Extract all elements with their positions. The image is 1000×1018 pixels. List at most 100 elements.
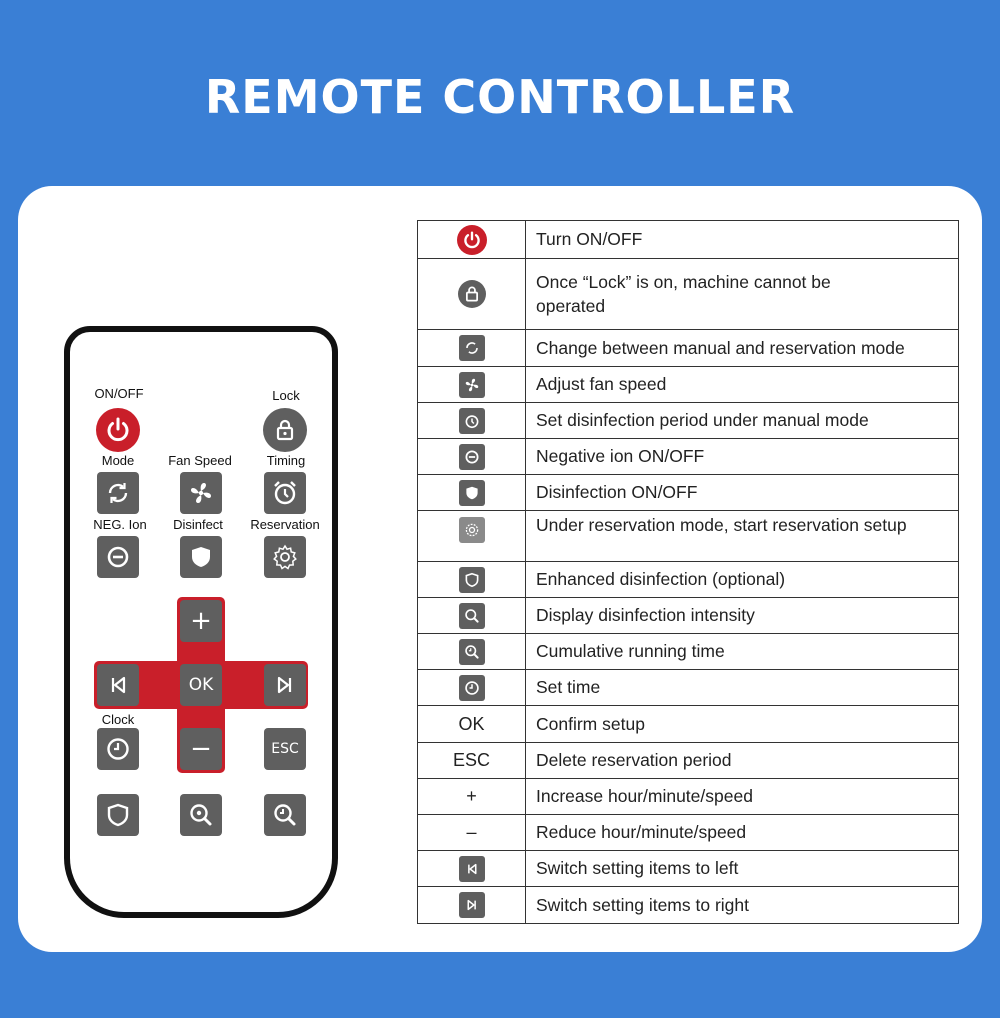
left-button[interactable]: [97, 664, 139, 706]
legend-text: Turn ON/OFF: [525, 220, 959, 259]
legend-text: Increase hour/minute/speed: [525, 778, 959, 815]
runtime-icon: [458, 638, 485, 665]
label-clock: Clock: [101, 712, 135, 727]
intensity-icon: [190, 804, 212, 826]
legend-text: Under reservation mode, start reservatio…: [525, 510, 959, 562]
lock-icon: [457, 280, 486, 308]
ok-symbol: OK: [458, 713, 485, 734]
runtime-icon: [274, 804, 296, 826]
shield-outline-icon: [107, 803, 129, 827]
table-row: ESC Delete reservation period: [417, 742, 959, 779]
reservation-button[interactable]: [264, 536, 306, 578]
legend-text: Change between manual and reservation mo…: [525, 329, 959, 367]
neg-ion-button[interactable]: [97, 536, 139, 578]
minus-button[interactable]: −: [180, 728, 222, 770]
table-row: Change between manual and reservation mo…: [417, 329, 959, 367]
table-row: Enhanced disinfection (optional): [417, 561, 959, 598]
esc-button[interactable]: ESC: [264, 728, 306, 770]
neg-ion-icon: [458, 443, 485, 470]
legend-text: Switch setting items to left: [525, 850, 959, 887]
enhanced-disinfect-button[interactable]: [97, 794, 139, 836]
legend-text: Switch setting items to right: [525, 886, 959, 924]
timing-icon: [458, 407, 485, 434]
legend-text: Disinfection ON/OFF: [525, 474, 959, 511]
intensity-button[interactable]: [180, 794, 222, 836]
label-on-off: ON/OFF: [94, 386, 144, 401]
legend-text: Cumulative running time: [525, 633, 959, 670]
clock-icon: [107, 738, 129, 760]
table-row: Set disinfection period under manual mod…: [417, 402, 959, 439]
label-timing: Timing: [266, 453, 306, 468]
legend-text: Once “Lock” is on, machine cannot be ope…: [525, 258, 959, 330]
mode-icon: [108, 483, 128, 503]
legend-text: Confirm setup: [525, 705, 959, 743]
label-disinfect: Disinfect: [173, 517, 223, 532]
table-row: Display disinfection intensity: [417, 597, 959, 634]
minus-symbol: –: [466, 822, 477, 842]
neg-ion-icon: [107, 546, 129, 568]
legend-text: Reduce hour/minute/speed: [525, 814, 959, 851]
legend-text: Enhanced disinfection (optional): [525, 561, 959, 598]
legend-text: Set disinfection period under manual mod…: [525, 402, 959, 439]
fan-icon: [191, 483, 211, 503]
gear-icon: [273, 544, 297, 570]
minus-label: −: [190, 734, 212, 764]
legend-text: Delete reservation period: [525, 742, 959, 779]
lock-icon: [276, 419, 294, 441]
table-row: Turn ON/OFF: [417, 220, 959, 259]
clock-button[interactable]: [97, 728, 139, 770]
legend-table: Turn ON/OFF Once “Lock” is on, machine c…: [417, 220, 959, 924]
table-row: Cumulative running time: [417, 633, 959, 670]
mode-icon: [458, 335, 485, 361]
table-row: Adjust fan speed: [417, 366, 959, 403]
table-row: Under reservation mode, start reservatio…: [417, 510, 959, 562]
disinfect-icon: [192, 547, 210, 567]
runtime-button[interactable]: [264, 794, 306, 836]
power-button[interactable]: [96, 408, 140, 452]
fan-speed-button[interactable]: [180, 472, 222, 514]
label-mode: Mode: [101, 453, 135, 468]
mode-button[interactable]: [97, 472, 139, 514]
left-arrow-icon: [111, 676, 126, 694]
clock-icon: [458, 674, 485, 701]
table-row: – Reduce hour/minute/speed: [417, 814, 959, 851]
label-lock: Lock: [272, 388, 300, 403]
intensity-icon: [458, 602, 485, 629]
plus-symbol: +: [466, 786, 477, 806]
page-title: REMOTE CONTROLLER: [204, 70, 796, 124]
table-row: Switch setting items to right: [417, 886, 959, 924]
power-icon: [107, 417, 129, 442]
legend-text: Adjust fan speed: [525, 366, 959, 403]
table-row: Set time: [417, 669, 959, 706]
fan-icon: [458, 371, 485, 398]
table-row: + Increase hour/minute/speed: [417, 778, 959, 815]
right-button[interactable]: [264, 664, 306, 706]
left-arrow-icon: [458, 855, 485, 882]
table-row: Negative ion ON/OFF: [417, 438, 959, 475]
legend-text: Display disinfection intensity: [525, 597, 959, 634]
esc-label: ESC: [271, 741, 299, 757]
label-fan-speed: Fan Speed: [168, 453, 232, 468]
legend-text: Negative ion ON/OFF: [525, 438, 959, 475]
shield-outline-icon: [458, 566, 485, 593]
ok-button[interactable]: OK: [180, 664, 222, 706]
table-row: Switch setting items to left: [417, 850, 959, 887]
plus-label: +: [190, 606, 212, 636]
power-icon: [456, 224, 487, 255]
timing-button[interactable]: [264, 472, 306, 514]
plus-button[interactable]: +: [180, 600, 222, 642]
ok-label: OK: [188, 675, 214, 695]
disinfect-button[interactable]: [180, 536, 222, 578]
legend-text: Set time: [525, 669, 959, 706]
table-row: Disinfection ON/OFF: [417, 474, 959, 511]
timing-icon: [274, 481, 296, 505]
disinfect-icon: [458, 479, 485, 506]
right-arrow-icon: [458, 892, 485, 918]
lock-button[interactable]: [263, 408, 307, 452]
table-row: Once “Lock” is on, machine cannot be ope…: [417, 258, 959, 330]
label-neg-ion: NEG. Ion: [93, 517, 147, 532]
esc-symbol: ESC: [452, 750, 490, 770]
table-row: OK Confirm setup: [417, 705, 959, 743]
right-arrow-icon: [277, 676, 292, 694]
label-reservation: Reservation: [250, 517, 320, 532]
